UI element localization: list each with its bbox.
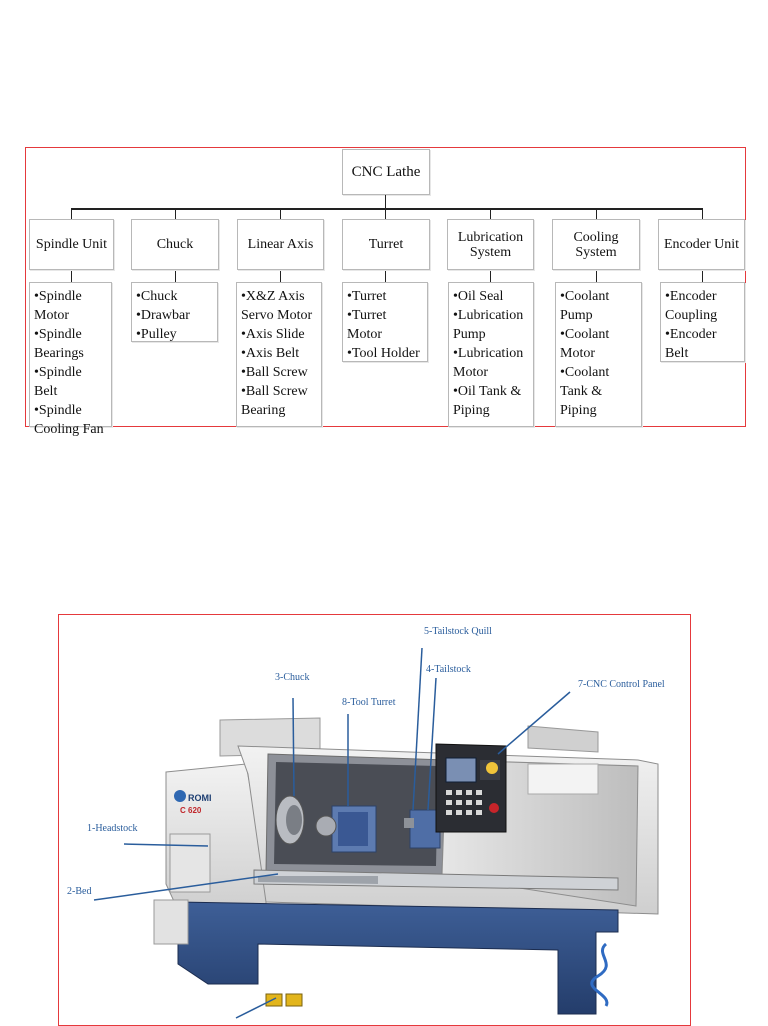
category-node-turret: Turret [342,219,430,270]
leaf-connector [175,270,176,282]
branch-connector [702,208,703,219]
list-item: •Oil Seal [453,289,504,304]
list-item: •Lubrication Motor [453,346,524,380]
category-node-cooling-system: Cooling System [552,219,640,270]
list-item: •Chuck [136,289,178,304]
coolant-hose [590,942,609,1007]
list-item: •Coolant Motor [560,327,610,361]
branch-connector [71,208,72,219]
bed [253,869,619,891]
brand-logo: ROMI [188,793,212,803]
root-connector [385,195,386,209]
category-node-lubrication-system: Lubrication System [447,219,534,270]
list-item: •Spindle Belt [34,365,82,399]
list-item: •Turret Motor [347,308,387,342]
callout-tool-turret: 8-Tool Turret [342,697,396,708]
list-item: •Coolant Pump [560,289,610,323]
tool-turret [315,805,377,853]
encoder-unit-component-list: •Encoder Coupling •Encoder Belt [660,282,745,362]
list-item: •Drawbar [136,308,190,323]
lubrication-system-component-list: •Oil Seal •Lubrication Pump •Lubrication… [448,282,534,427]
category-node-chuck: Chuck [131,219,219,270]
list-item: •Encoder Belt [665,327,717,361]
callout-chuck: 3-Chuck [275,672,310,683]
model-label: C 620 [180,806,202,815]
cnc-control-panel [435,743,507,833]
branch-connector [385,208,386,219]
leaf-connector [71,270,72,282]
list-item: •Spindle Bearings [34,327,84,361]
list-item: •Ball Screw [241,365,308,380]
chuck [275,795,305,845]
list-item: •Oil Tank & Piping [453,384,522,418]
callout-leader-lines [93,647,571,1019]
tailstock [404,809,441,849]
branch-connector [280,208,281,219]
list-item: •Ball Screw Bearing [241,384,308,418]
category-node-spindle-unit: Spindle Unit [29,219,114,270]
list-item: •Axis Belt [241,346,300,361]
tree-diagram-frame [25,147,746,427]
category-node-encoder-unit: Encoder Unit [658,219,745,270]
spindle-unit-component-list: •Spindle Motor •Spindle Bearings •Spindl… [29,282,112,437]
leaf-connector [596,270,597,282]
machine-base [153,899,619,1015]
list-item: •Axis Slide [241,327,305,342]
tree-horizontal-bar [71,208,703,210]
linear-axis-component-list: •X&Z Axis Servo Motor •Axis Slide •Axis … [236,282,322,427]
list-item: •Spindle Cooling Fan [34,403,104,437]
branch-connector [175,208,176,219]
list-item: •Lubrication Pump [453,308,524,342]
branch-connector [596,208,597,219]
list-item: •X&Z Axis Servo Motor [241,289,313,323]
branch-connector [490,208,491,219]
cnc-lathe-illustration: ROMI C 620 [93,647,659,1019]
headstock: ROMI C 620 [165,763,267,911]
leaf-connector [280,270,281,282]
list-item: •Pulley [136,327,177,342]
callout-tailstock-quill: 5-Tailstock Quill [424,626,492,637]
turret-component-list: •Turret •Turret Motor •Tool Holder [342,282,428,362]
list-item: •Coolant Tank & Piping [560,365,610,418]
foot-pedal [265,993,303,1007]
cooling-system-component-list: •Coolant Pump •Coolant Motor •Coolant Ta… [555,282,642,427]
chuck-component-list: •Chuck •Drawbar •Pulley [131,282,218,342]
leaf-connector [702,270,703,282]
leaf-connector [490,270,491,282]
list-item: •Spindle Motor [34,289,82,323]
callout-tailstock: 4-Tailstock [426,664,471,675]
list-item: •Tool Holder [347,346,420,361]
tree-root-node: CNC Lathe [342,149,430,195]
callout-cnc-control-panel: 7-CNC Control Panel [578,679,665,690]
list-item: •Encoder Coupling [665,289,718,323]
callout-bed: 2-Bed [67,886,92,897]
callout-headstock: 1-Headstock [87,823,138,834]
list-item: •Turret [347,289,387,304]
leaf-connector [385,270,386,282]
category-node-linear-axis: Linear Axis [237,219,324,270]
